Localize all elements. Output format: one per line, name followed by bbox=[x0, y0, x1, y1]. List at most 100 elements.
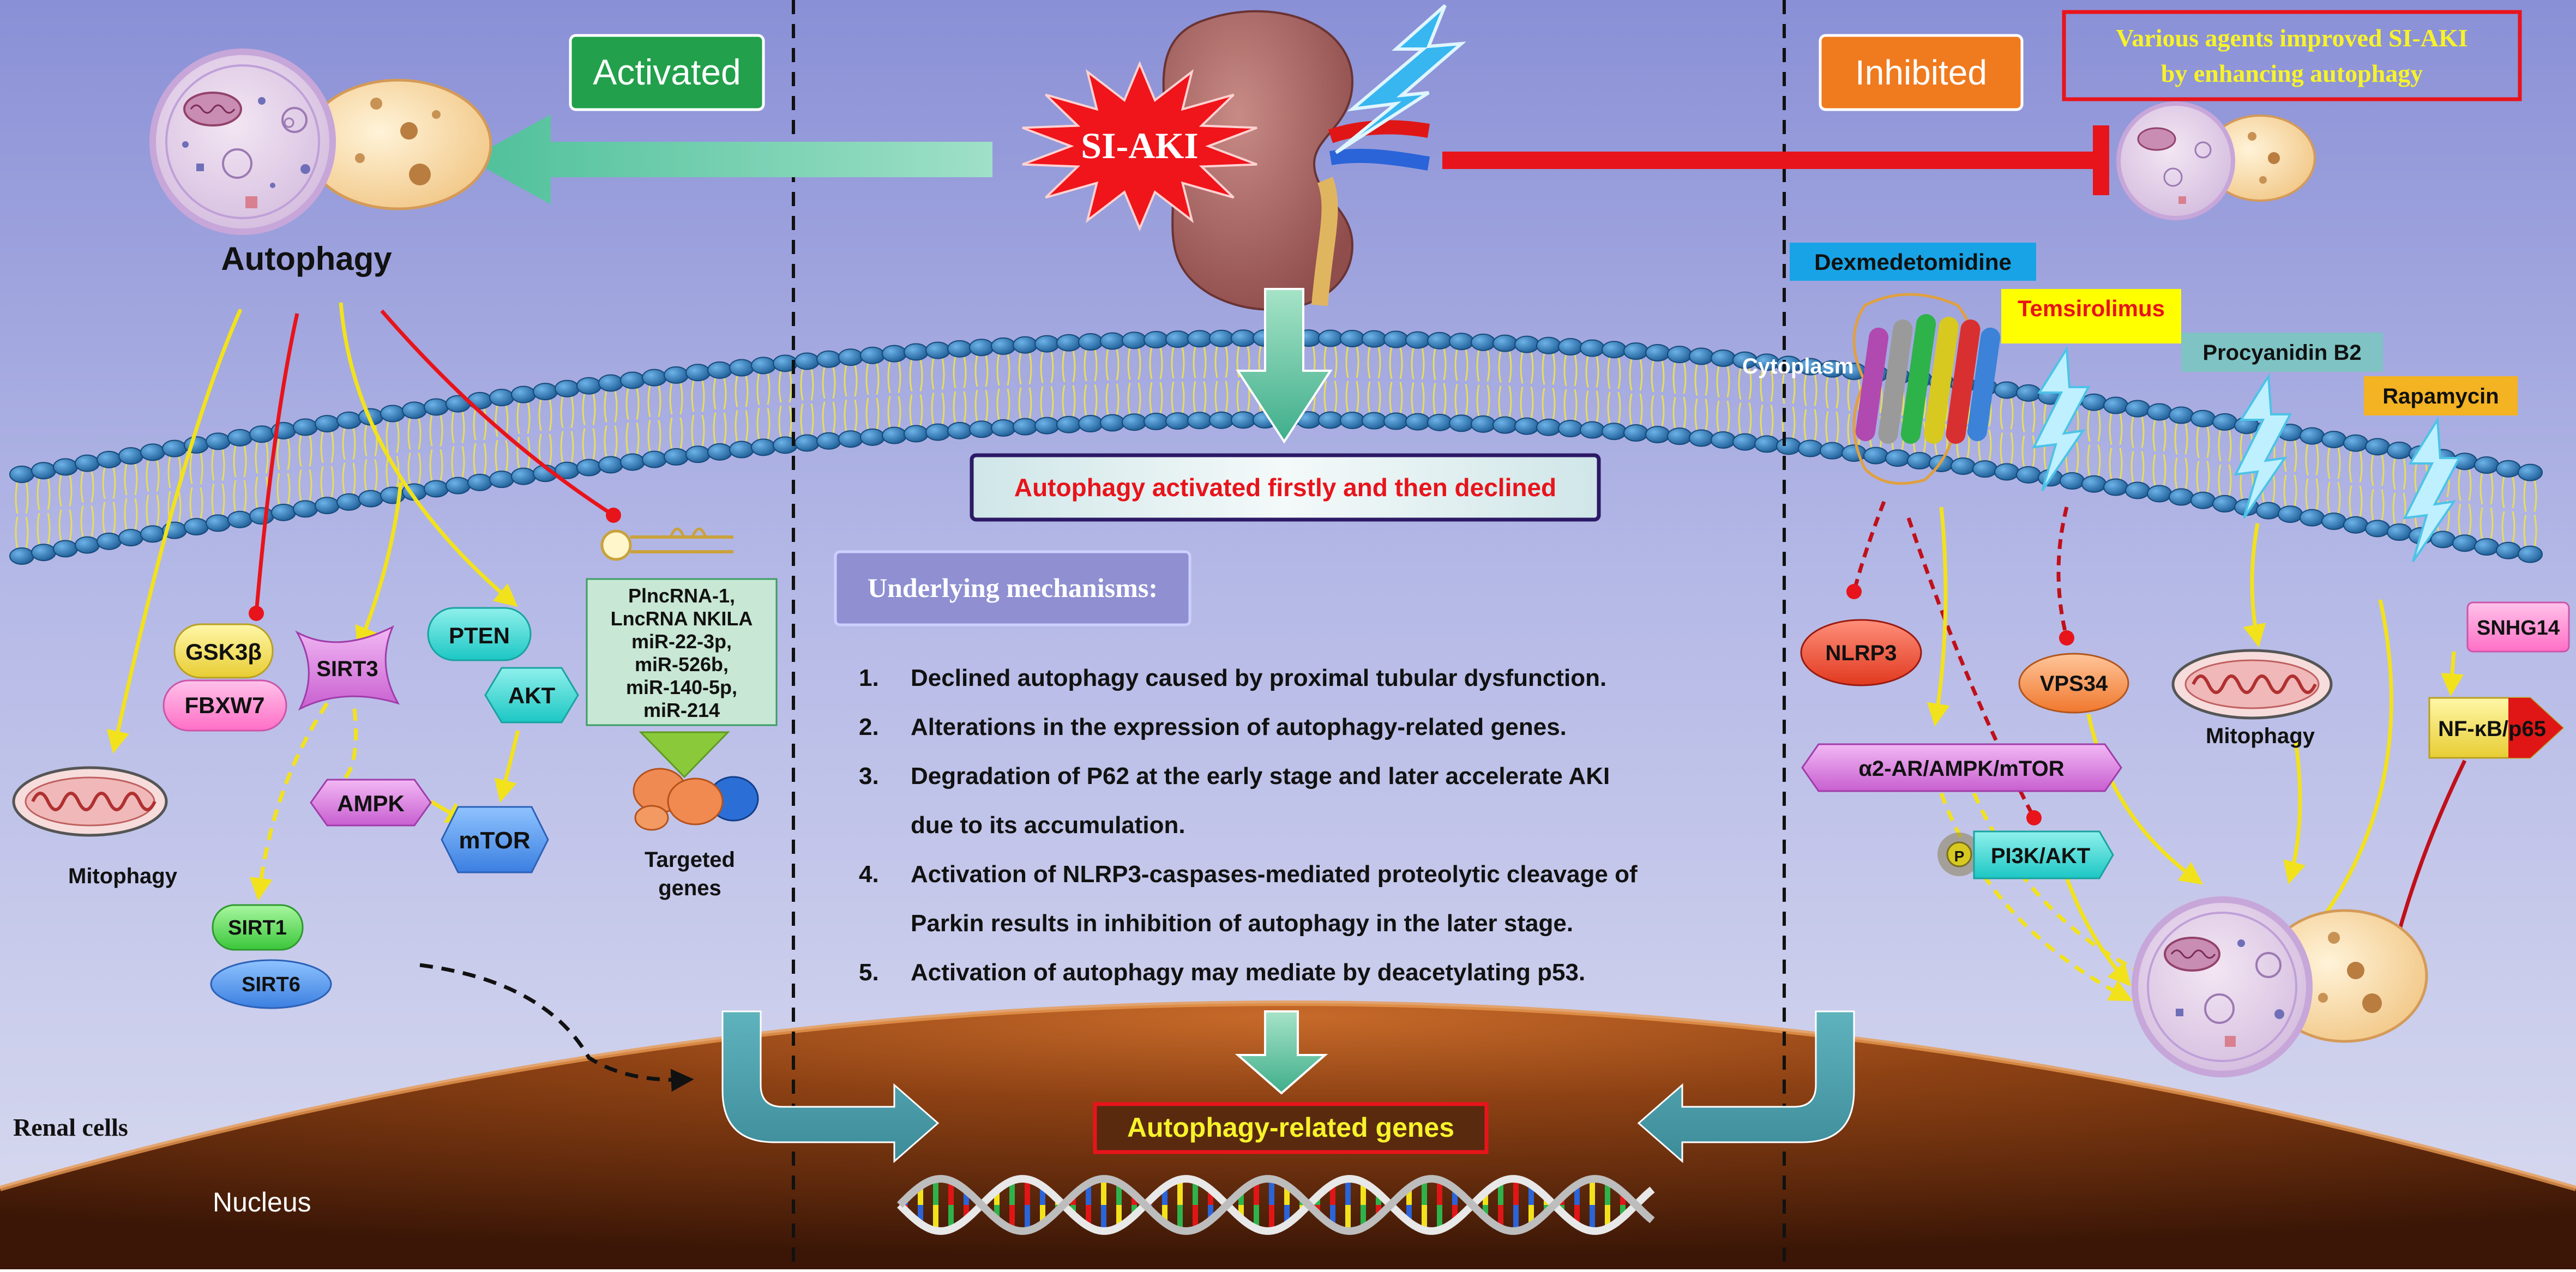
lipid-tail bbox=[1323, 381, 1338, 413]
lipid-tail bbox=[844, 399, 858, 432]
lipid-tail bbox=[211, 484, 225, 516]
lipid-tail bbox=[146, 495, 160, 527]
lipid-tail bbox=[473, 408, 487, 441]
lipid-head bbox=[446, 477, 471, 495]
lipid-tail bbox=[1149, 347, 1163, 379]
inhibit-to-rna bbox=[380, 309, 621, 523]
lipid-head bbox=[162, 439, 187, 457]
lipid-head bbox=[9, 547, 34, 565]
lipid-tail bbox=[1629, 393, 1643, 426]
lipid-head bbox=[1776, 437, 1801, 455]
lipid-tail bbox=[1433, 383, 1447, 415]
lipid-head bbox=[1623, 424, 1648, 442]
lipid-tail bbox=[1498, 351, 1512, 383]
lipid-head bbox=[533, 383, 558, 401]
svg-text:GSK3β: GSK3β bbox=[185, 639, 262, 665]
svg-text:VPS34: VPS34 bbox=[2040, 672, 2108, 696]
lipid-head bbox=[2365, 438, 2390, 456]
lipid-tail bbox=[1105, 348, 1120, 381]
lipid-tail bbox=[1454, 383, 1468, 416]
lipid-tail bbox=[2130, 451, 2145, 483]
lipid-tail bbox=[996, 388, 1010, 421]
lipid-tail bbox=[386, 421, 400, 453]
lipid-head bbox=[489, 471, 514, 489]
lipid-tail bbox=[37, 513, 51, 545]
activated-label: Activated bbox=[593, 52, 741, 92]
lipid-tail bbox=[1716, 365, 1730, 398]
pten-node: PTEN bbox=[427, 607, 532, 661]
lipid-head bbox=[925, 423, 950, 441]
lipid-head bbox=[1362, 330, 1387, 348]
teal-arrow-left bbox=[721, 1010, 940, 1164]
lipid-tail bbox=[1018, 387, 1032, 419]
lipid-tail bbox=[1498, 385, 1512, 418]
lipid-tail bbox=[1389, 347, 1403, 379]
svg-text:PTEN: PTEN bbox=[449, 623, 510, 648]
drug-bolts bbox=[2032, 345, 2461, 563]
lipid-head bbox=[1427, 413, 1452, 431]
lipid-head bbox=[1711, 431, 1736, 449]
targeted-genes-icon bbox=[633, 768, 759, 831]
svg-text:SIRT3: SIRT3 bbox=[316, 657, 378, 681]
lipid-head bbox=[2103, 396, 2128, 414]
lipid-tail bbox=[2174, 423, 2188, 455]
lipid-head bbox=[2081, 475, 2106, 493]
dna-helix bbox=[897, 1175, 1655, 1235]
lipid-head bbox=[1056, 415, 1081, 433]
lipid-tail bbox=[1433, 348, 1447, 381]
lipid-tail bbox=[2021, 400, 2036, 433]
lipid-tail bbox=[1411, 382, 1425, 414]
svg-text:AMPK: AMPK bbox=[337, 791, 405, 816]
lipid-head bbox=[1863, 447, 1888, 465]
lipid-head bbox=[1187, 330, 1212, 348]
lipid-tail bbox=[713, 412, 727, 445]
lipid-tail bbox=[2087, 409, 2101, 442]
svg-text:PI3K/AKT: PI3K/AKT bbox=[1991, 844, 2090, 868]
lipid-tail bbox=[1367, 346, 1381, 378]
lipid-tail bbox=[974, 389, 989, 422]
mitochondrion-icon-right bbox=[2171, 649, 2333, 720]
lipid-head bbox=[206, 514, 231, 532]
lipid-tail bbox=[1171, 346, 1185, 379]
lipid-tail bbox=[124, 463, 138, 496]
lipid-head bbox=[511, 467, 536, 485]
rna-item: miR-22-3p, bbox=[631, 630, 732, 653]
lipid-head bbox=[1165, 330, 1190, 348]
genes-box: Autophagy-related genes bbox=[1093, 1102, 1489, 1154]
lipid-head bbox=[1231, 329, 1256, 347]
lipid-head bbox=[664, 448, 689, 466]
svg-text:NF-κB/p65: NF-κB/p65 bbox=[2438, 717, 2546, 741]
lipid-head bbox=[576, 377, 601, 395]
lipid-tail bbox=[625, 423, 640, 455]
lipid-tail bbox=[2283, 474, 2297, 507]
lipid-tail bbox=[364, 459, 378, 491]
green-arrow-activated bbox=[469, 114, 992, 204]
lipid-tail bbox=[1607, 357, 1621, 389]
lipid-tail bbox=[604, 390, 618, 423]
lipid-tail bbox=[1629, 358, 1643, 391]
lipid-head bbox=[729, 441, 754, 459]
lipid-head bbox=[2365, 520, 2390, 538]
ampk-node: AMPK bbox=[310, 779, 432, 827]
svg-text:Temsirolimus: Temsirolimus bbox=[2018, 296, 2165, 321]
lipid-head bbox=[555, 379, 580, 397]
lipid-tail bbox=[2000, 432, 2014, 465]
lipid-tail bbox=[255, 442, 269, 474]
lipid-tail bbox=[604, 425, 618, 457]
lipid-head bbox=[2169, 488, 2194, 506]
lipid-tail bbox=[1672, 396, 1687, 429]
autophagosome-icon-right-bottom bbox=[2132, 896, 2428, 1077]
arrow-to-mitophagy-right bbox=[2243, 523, 2266, 648]
arrow-akt-mtor bbox=[494, 730, 520, 803]
lipid-tail bbox=[1127, 347, 1141, 380]
lipid-tail bbox=[298, 469, 312, 502]
lipid-head bbox=[2256, 502, 2281, 520]
lipid-tail bbox=[538, 399, 552, 431]
funnel-arrow bbox=[639, 731, 730, 779]
lipid-tail bbox=[2327, 481, 2341, 514]
lipid-tail bbox=[778, 406, 792, 438]
lipid-tail bbox=[1563, 354, 1578, 387]
lipid-head bbox=[424, 398, 449, 416]
lipid-head bbox=[1558, 420, 1583, 438]
lipid-tail bbox=[2501, 476, 2515, 509]
